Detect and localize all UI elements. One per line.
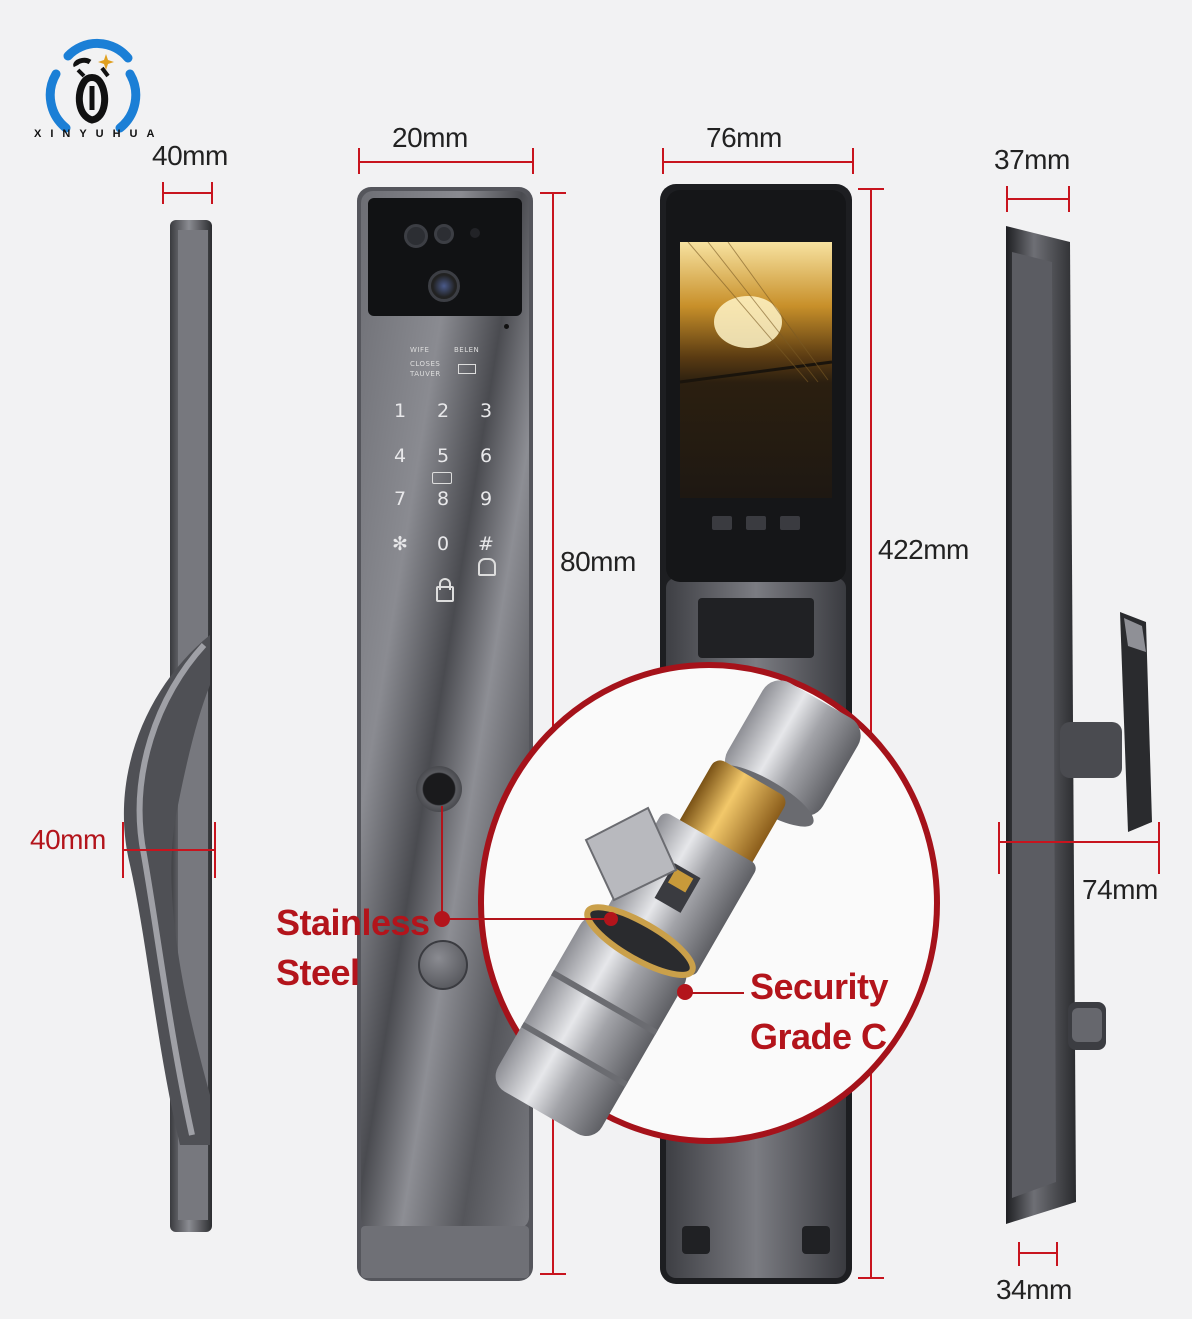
dim-tick [858,1277,884,1279]
keypad-key[interactable]: 6 [479,445,493,467]
lock-side-profile-left [118,215,228,1235]
lock-side-profile-right [1000,222,1160,1228]
dim-right-handle-depth: 74mm [1082,874,1158,905]
dim-tick [852,148,854,174]
camera-lens-icon [470,228,480,238]
dim-tick [122,822,124,878]
dim-back-width: 76mm [706,122,782,153]
dim-line [122,849,216,851]
keypad-key[interactable]: 3 [479,400,493,422]
dim-line [358,161,534,163]
callout-line [441,918,609,920]
logo-text: XINYUHUA [34,128,164,140]
fingerprint-sensor[interactable] [416,766,462,812]
keypad-key[interactable]: 9 [479,488,493,510]
callout-material-line1: Stainless [276,902,430,943]
keypad-key[interactable]: 1 [393,400,407,422]
dim-left-handle-depth: 40mm [30,824,106,855]
callout-material: Stainless Steel [276,898,430,998]
dim-front-height: 80mm [558,546,638,578]
dim-tick [540,1273,566,1275]
doorbell-icon[interactable] [478,558,496,576]
keypad-key[interactable]: ✻ [392,533,408,555]
dim-left-top-width: 40mm [152,140,228,171]
keypad-key[interactable]: # [478,533,494,555]
dim-line [1018,1252,1058,1254]
lock-cylinder-closeup [476,660,942,1146]
indicator-label-wifi: WIFE [410,346,430,354]
dim-tick [214,822,216,878]
dim-line [162,192,212,194]
dim-back-height: 422mm [878,534,969,565]
callout-line [441,806,443,918]
indicator-label-bell: BELEN [454,346,480,354]
keypad-key[interactable]: 5 [436,445,450,467]
callout-dot-icon [677,984,693,1000]
callout-material-line2: Steel [276,952,360,993]
callout-dot-icon [434,911,450,927]
brand-logo: XINYUHUA [28,36,158,154]
dim-tick [1056,1242,1058,1266]
card-reader-icon [432,472,452,484]
camera-lens-icon [404,224,428,248]
camera-lens-icon [434,224,454,244]
dim-tick [1068,186,1070,212]
dim-line [998,841,1160,843]
callout-security-line2: Grade C [750,1016,887,1057]
function-button[interactable] [418,940,468,990]
keypad-key[interactable]: 0 [436,533,450,555]
callout-line [690,992,744,994]
dim-right-top-depth: 37mm [994,144,1070,175]
dim-tick [540,192,566,194]
indicator-sub-label-1: CLOSES [410,360,441,368]
sensor-dot-icon [504,324,509,329]
battery-icon [458,364,476,374]
keypad-key[interactable]: 2 [436,400,450,422]
keypad-key[interactable]: 8 [436,488,450,510]
dim-tick [1006,186,1008,212]
dim-line [662,161,854,163]
dim-tick [662,148,664,174]
dim-tick [1158,822,1160,874]
callout-security-line1: Security [750,966,889,1007]
dim-tick [1018,1242,1020,1266]
callout-security: Security Grade C [750,962,889,1062]
dim-tick [211,182,213,204]
dim-front-width: 20mm [392,122,468,153]
dim-line [1006,198,1070,200]
keypad-key[interactable]: 7 [393,488,407,510]
keypad-key[interactable]: 4 [393,445,407,467]
logo-icon [45,38,141,133]
lock-shackle [439,578,451,590]
dim-tick [358,148,360,174]
dim-right-bottom-depth: 34mm [996,1274,1072,1305]
dim-tick [998,822,1000,874]
dim-tick [532,148,534,174]
callout-dot-icon [604,912,618,926]
dim-tick [858,188,884,190]
main-camera-lens-icon [428,270,460,302]
dim-tick [162,182,164,204]
indicator-sub-label-2: TAUVER [410,370,441,378]
